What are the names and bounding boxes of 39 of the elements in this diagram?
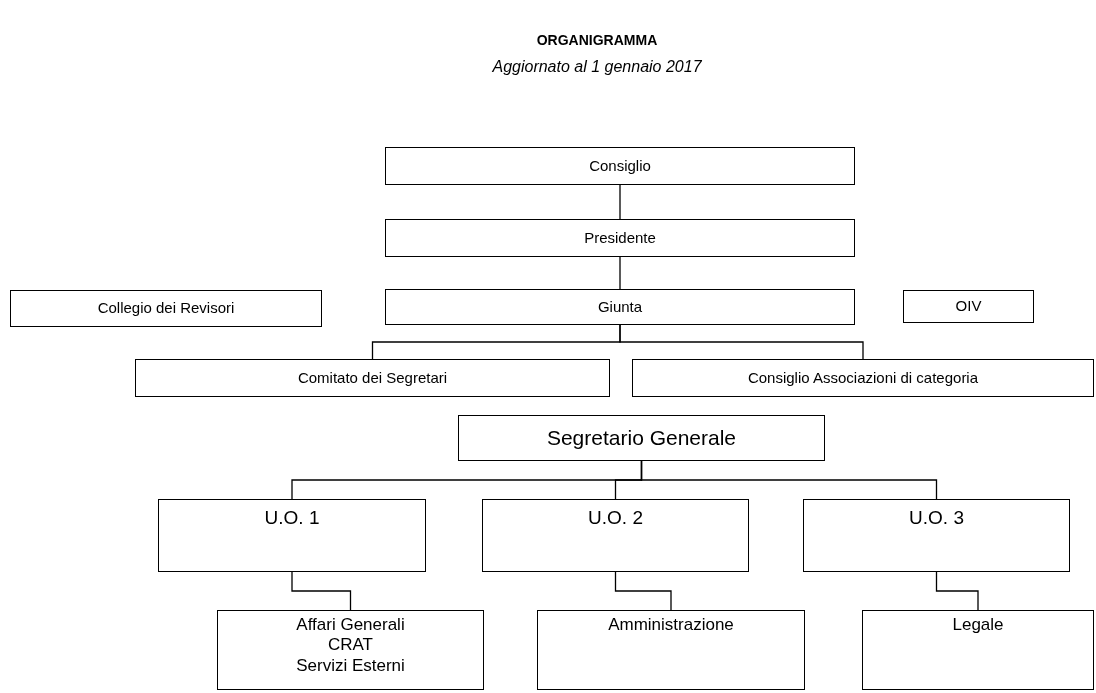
box-label: Amministrazione xyxy=(608,615,734,636)
org-box xyxy=(385,289,855,325)
org-box xyxy=(385,147,855,185)
title: ORGANIGRAMMA xyxy=(535,31,659,50)
box-label: Segretario Generale xyxy=(546,425,737,452)
connector-line xyxy=(935,571,979,611)
box-label: CRAT xyxy=(328,635,373,656)
box-label: U.O. 3 xyxy=(909,506,964,530)
box-label: Servizi Esterni xyxy=(296,655,405,677)
org-box xyxy=(803,499,1070,572)
box-label: OIV xyxy=(955,296,982,317)
org-box xyxy=(862,610,1094,690)
box-label: Consiglio Associazioni di categoria xyxy=(747,367,979,388)
box-label: Giunta xyxy=(597,296,643,317)
connector-line xyxy=(619,324,864,360)
org-box xyxy=(158,499,426,572)
box-label: Collegio dei Revisori xyxy=(97,298,235,319)
connector-line xyxy=(619,256,621,290)
box-label: Presidente xyxy=(584,227,656,248)
org-box xyxy=(135,359,610,397)
org-box xyxy=(903,290,1034,323)
box-label: U.O. 2 xyxy=(588,506,643,530)
org-box xyxy=(537,610,805,690)
box-label: U.O. 1 xyxy=(264,506,320,530)
box-label: Comitato dei Segretari xyxy=(297,367,448,388)
box-label: Legale xyxy=(952,615,1004,636)
connector-line xyxy=(619,184,621,220)
org-box xyxy=(10,290,322,327)
org-box xyxy=(217,610,484,690)
box-label: Affari Generali xyxy=(296,615,405,636)
box-label: Consiglio xyxy=(589,155,651,176)
subtitle: Aggiornato al 1 gennaio 2017 xyxy=(491,57,703,77)
connector-line xyxy=(640,460,938,500)
org-box xyxy=(482,499,749,572)
org-box xyxy=(632,359,1094,397)
connector-line xyxy=(614,571,672,611)
org-box xyxy=(385,219,855,257)
org-box xyxy=(458,415,825,461)
connector-line xyxy=(291,571,352,611)
